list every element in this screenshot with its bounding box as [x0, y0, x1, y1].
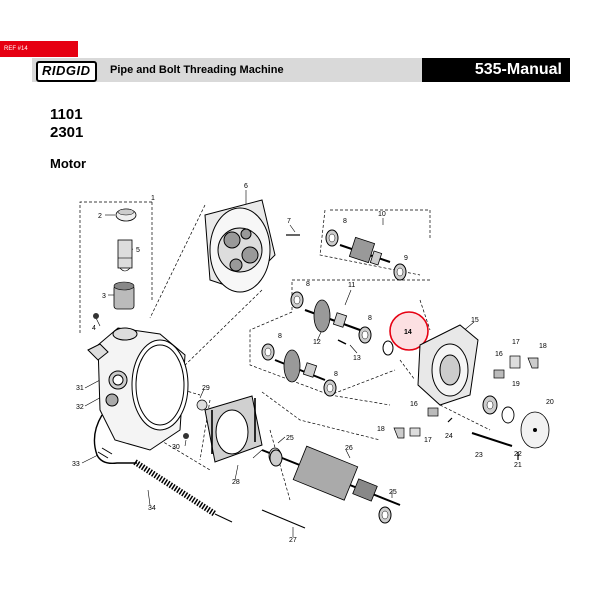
callout-7: 7	[287, 218, 291, 225]
motor-housing	[87, 327, 189, 451]
callout-32: 32	[76, 404, 84, 411]
bearing-19	[482, 395, 498, 415]
callout-33: 33	[72, 461, 80, 468]
cord-clamp	[97, 447, 113, 459]
callout-30: 30	[172, 444, 180, 451]
screw-4	[93, 313, 99, 319]
callout-31: 31	[76, 385, 84, 392]
tie-rod-23	[471, 432, 513, 447]
highlight-ring	[389, 311, 429, 351]
callout-5: 5	[136, 247, 140, 254]
brush-cap	[115, 208, 137, 222]
callout-6: 6	[244, 183, 248, 190]
callout-16b: 16	[410, 401, 418, 408]
elbow-18a	[527, 357, 539, 369]
callout-10: 10	[378, 211, 386, 218]
key-13	[337, 339, 347, 345]
callout-17a: 17	[512, 339, 520, 346]
gear-shaft-10	[339, 236, 391, 266]
elbow-18b	[393, 427, 405, 439]
ridgid-logo: RIDGID	[36, 61, 97, 82]
bearing-9	[393, 263, 407, 281]
fitting-16b	[427, 407, 439, 417]
callout-15: 15	[471, 317, 479, 324]
callout-14: 14	[404, 329, 412, 336]
bearing-8c	[261, 343, 275, 361]
callout-20: 20	[546, 399, 554, 406]
callout-8a: 8	[343, 218, 347, 225]
callout-4: 4	[92, 325, 96, 332]
callout-8c: 8	[278, 333, 282, 340]
callout-labels: 1 2 5 3 4 31 32 33 6 7 8 8 8 8 8 10 9 11…	[72, 183, 554, 544]
callout-8d: 8	[334, 371, 338, 378]
washer-24	[447, 417, 453, 423]
callout-18a: 18	[539, 343, 547, 350]
leader-lines	[79, 201, 491, 501]
callout-21: 21	[514, 462, 522, 469]
fitting-17a	[509, 355, 521, 369]
callout-13: 13	[353, 355, 361, 362]
brush-holder	[113, 281, 135, 310]
spring-34	[133, 459, 233, 523]
callout-28: 28	[232, 479, 240, 486]
callout-leaders	[81, 190, 475, 537]
callout-24: 24	[445, 433, 453, 440]
callout-16a: 16	[495, 351, 503, 358]
header-left: RIDGID Pipe and Bolt Threading Machine	[32, 58, 422, 82]
callout-11: 11	[348, 282, 355, 289]
bearing-8a	[325, 229, 339, 247]
bearing-8d	[323, 379, 337, 397]
callout-17b: 17	[424, 437, 432, 444]
callout-25b: 25	[389, 489, 397, 496]
brush	[117, 239, 133, 272]
end-cover-20	[520, 411, 550, 449]
callout-3: 3	[102, 293, 106, 300]
section-title: Motor	[50, 156, 87, 171]
callout-22: 22	[514, 451, 522, 458]
callout-1: 1	[151, 195, 155, 202]
gear-housing	[204, 199, 276, 293]
retaining-ring-14	[382, 340, 394, 356]
callout-23: 23	[475, 452, 483, 459]
end-housing-15	[417, 324, 479, 406]
callout-2: 2	[98, 213, 102, 220]
callout-34: 34	[148, 505, 156, 512]
ref-tag: REF #14	[0, 41, 78, 57]
power-cord	[93, 414, 137, 465]
model-number-1: 1101	[50, 106, 83, 123]
fitting-16a	[493, 369, 505, 379]
manual-label: 535-Manual	[422, 58, 570, 82]
callout-12: 12	[313, 339, 321, 346]
callout-29: 29	[202, 385, 210, 392]
callout-19: 19	[512, 381, 520, 388]
gear-12	[274, 349, 326, 383]
callout-18b: 18	[377, 426, 385, 433]
screw-27	[261, 509, 306, 529]
bearing-25a	[269, 449, 283, 467]
callout-8e: 8	[368, 315, 372, 322]
header-title: Pipe and Bolt Threading Machine	[110, 64, 284, 76]
callout-26: 26	[345, 445, 353, 452]
callout-27: 27	[289, 537, 297, 544]
washer-29	[196, 399, 208, 411]
header-bar: RIDGID Pipe and Bolt Threading Machine 5…	[32, 58, 570, 82]
callout-25a: 25	[286, 435, 294, 442]
screw-30	[183, 433, 189, 439]
field-coil-28	[204, 395, 263, 463]
o-ring-22	[501, 406, 515, 424]
gear-shaft-11	[304, 299, 361, 333]
callout-8b: 8	[306, 281, 310, 288]
bearing-8b	[290, 291, 304, 309]
bearing-25b	[378, 506, 392, 524]
armature-26	[261, 445, 401, 506]
fitting-17b	[409, 427, 421, 437]
model-number-2: 2301	[50, 124, 84, 141]
bearing-8e	[358, 326, 372, 344]
callout-9: 9	[404, 255, 408, 262]
